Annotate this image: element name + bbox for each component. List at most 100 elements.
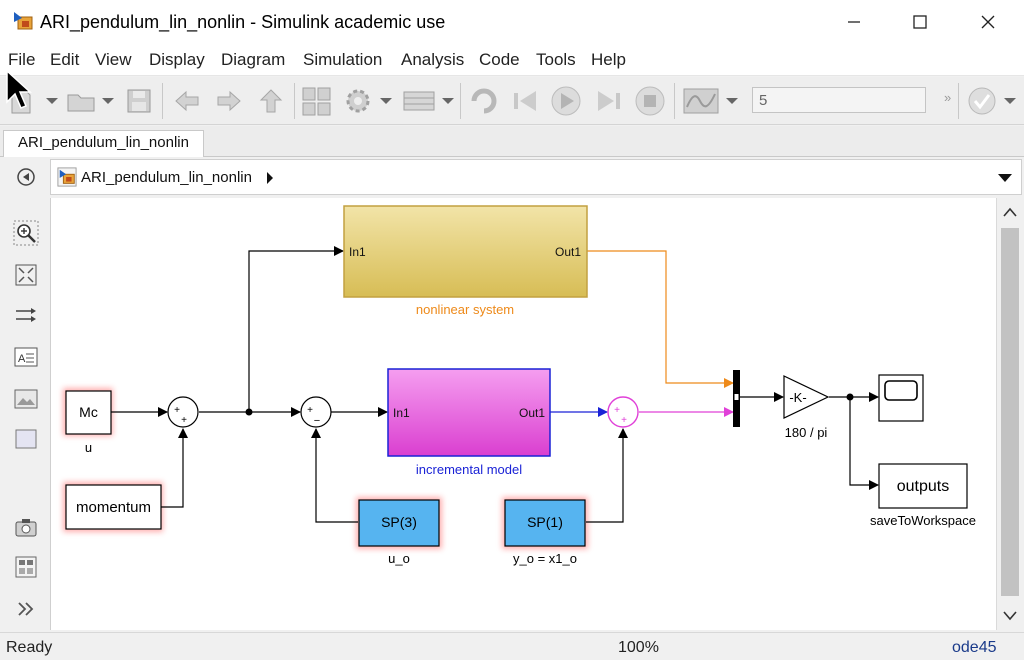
save-icon[interactable]	[122, 85, 156, 117]
menu-simulation[interactable]: Simulation	[303, 50, 383, 69]
step-forward-icon[interactable]	[590, 85, 626, 117]
close-button[interactable]	[954, 0, 1022, 44]
model-browser-button[interactable]	[12, 553, 40, 581]
menu-code[interactable]: Code	[479, 50, 520, 69]
menu-help[interactable]: Help	[591, 50, 626, 69]
gain-block[interactable]: -K-	[783, 375, 830, 419]
maximize-button[interactable]	[886, 0, 954, 44]
signal-momentum-to-sum1[interactable]	[161, 428, 188, 508]
outputs-to-workspace-block[interactable]: outputs	[878, 463, 968, 509]
toolbar: 5 »	[0, 77, 1024, 125]
outputs-caption: saveToWorkspace	[870, 513, 976, 528]
update-icon[interactable]	[466, 85, 502, 117]
fit-view-icon	[15, 264, 37, 286]
stop-time-field[interactable]: 5	[752, 87, 926, 113]
sp3-block-text: SP(3)	[381, 514, 417, 530]
window-title: ARI_pendulum_lin_nonlin - Simulink acade…	[40, 12, 446, 32]
zoom-level: 100%	[618, 639, 659, 656]
image-button[interactable]	[12, 385, 40, 413]
sum-block-3[interactable]: + +	[607, 396, 639, 428]
sp1-block-text: SP(1)	[527, 514, 563, 530]
signal-to-nonlinear[interactable]	[248, 246, 344, 412]
sp1-constant-block[interactable]: SP(1)	[504, 499, 586, 547]
minimize-button[interactable]	[820, 0, 888, 44]
sum-block-1[interactable]: + +	[167, 396, 199, 428]
scrollbar-thumb[interactable]	[1001, 228, 1019, 596]
area-button[interactable]	[12, 425, 40, 453]
up-icon[interactable]	[254, 85, 288, 117]
hide-browser-button[interactable]	[12, 163, 40, 191]
momentum-constant-block[interactable]: momentum	[65, 484, 162, 530]
momentum-block-text: momentum	[76, 499, 151, 516]
chevron-right-icon[interactable]	[265, 171, 275, 185]
menu-bar: File Edit View Display Diagram Simulatio…	[0, 44, 1024, 76]
model-settings-icon[interactable]	[340, 85, 396, 117]
open-icon[interactable]	[64, 85, 118, 117]
menu-analysis[interactable]: Analysis	[401, 50, 465, 69]
back-icon[interactable]	[170, 85, 204, 117]
nonlinear-system-block[interactable]: In1 Out1	[343, 205, 588, 298]
sp3-constant-block[interactable]: SP(3)	[358, 499, 440, 547]
camera-icon	[15, 519, 37, 537]
image-icon	[14, 389, 38, 409]
toolbar-separator	[674, 83, 675, 119]
zoom-in-button[interactable]	[12, 219, 40, 247]
mc-caption: u	[85, 440, 92, 455]
simulink-model-icon	[57, 167, 77, 187]
mouse-cursor-icon	[6, 70, 32, 109]
solver-name[interactable]: ode45	[952, 639, 997, 656]
incremental-model-block[interactable]: In1 Out1	[387, 368, 551, 457]
signal-sp1-to-sum3[interactable]	[586, 428, 628, 523]
forward-icon[interactable]	[212, 85, 246, 117]
palette: A	[0, 157, 50, 630]
menu-edit[interactable]: Edit	[50, 50, 80, 69]
signal-gain-to-outputs[interactable]	[849, 397, 879, 490]
toolbar-overflow-glyph[interactable]: »	[944, 90, 952, 105]
step-back-icon[interactable]	[508, 85, 544, 117]
data-inspector-icon[interactable]	[680, 85, 742, 117]
tab-model[interactable]: ARI_pendulum_lin_nonlin	[3, 130, 204, 157]
mux-block[interactable]	[733, 370, 740, 427]
model-explorer-icon[interactable]	[400, 85, 456, 117]
sum1-sign-a: +	[174, 405, 180, 416]
hide-browser-icon	[17, 168, 35, 186]
vertical-scrollbar[interactable]	[996, 198, 1022, 630]
fit-view-button[interactable]	[12, 261, 40, 289]
area-icon	[15, 429, 37, 449]
title-bar: ARI_pendulum_lin_nonlin - Simulink acade…	[0, 0, 1024, 44]
scroll-down-icon[interactable]	[1002, 610, 1018, 622]
route-lines-icon	[16, 308, 36, 322]
expand-palette-button[interactable]	[12, 595, 40, 623]
snapshot-button[interactable]	[12, 513, 40, 541]
sum-block-2[interactable]: + −	[300, 396, 332, 428]
menu-file[interactable]: File	[8, 50, 36, 69]
sum2-sign-a: +	[307, 405, 313, 416]
menu-view[interactable]: View	[95, 50, 132, 69]
sum2-sign-b: −	[314, 415, 320, 427]
breadcrumb-label[interactable]: ARI_pendulum_lin_nonlin	[81, 169, 252, 186]
check-icon[interactable]	[964, 85, 1020, 117]
stop-icon[interactable]	[632, 85, 668, 117]
menu-tools[interactable]: Tools	[536, 50, 576, 69]
route-lines-button[interactable]	[12, 301, 40, 329]
model-canvas[interactable]: In1 Out1 nonlinear system In1 Out1 incre…	[50, 198, 996, 630]
menu-diagram[interactable]: Diagram	[221, 50, 286, 69]
menu-display[interactable]: Display	[149, 50, 205, 69]
scroll-up-icon[interactable]	[1002, 206, 1018, 218]
annotation-button[interactable]: A	[12, 343, 40, 371]
run-icon[interactable]	[548, 85, 584, 117]
nonlinear-out-port-label: Out1	[555, 245, 581, 259]
status-text: Ready	[6, 639, 53, 656]
block-diagram: In1 Out1 nonlinear system In1 Out1 incre…	[63, 205, 976, 566]
gain-caption: 180 / pi	[785, 425, 828, 440]
mc-block-text: Mc	[79, 404, 98, 420]
mc-constant-block[interactable]: Mc	[65, 390, 112, 435]
signal-sp3-to-sum2[interactable]	[311, 428, 358, 523]
toolbar-separator	[294, 83, 295, 119]
branch-point	[846, 393, 854, 401]
chevron-down-icon[interactable]	[997, 172, 1013, 184]
signal-nonlinear-to-mux[interactable]	[587, 250, 734, 388]
library-browser-icon[interactable]	[300, 85, 334, 117]
gain-block-text: -K-	[789, 390, 806, 405]
scope-block[interactable]	[878, 374, 924, 422]
